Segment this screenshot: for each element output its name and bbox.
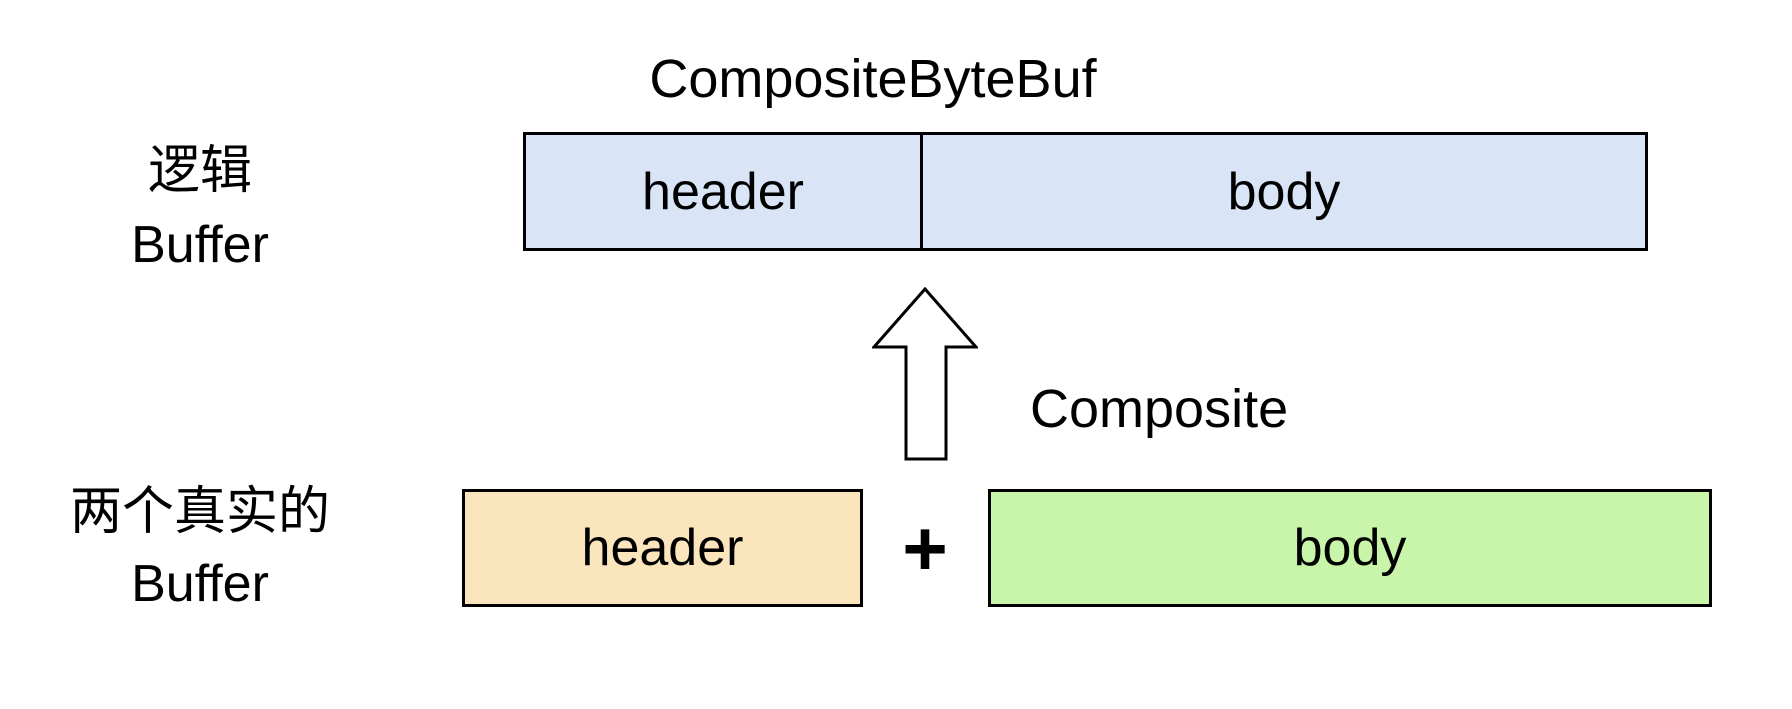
composite-arrow-label: Composite [1030,379,1289,439]
real-buffers-label: 两个真实的 Buffer [30,476,370,620]
composite-buffer-bar: header body [523,132,1648,251]
composite-segment-header: header [526,135,923,248]
diagram-title: CompositeByteBuf [649,49,1097,109]
logical-buffer-label-line1: 逻辑 [147,142,252,200]
real-buffer-header-box: header [462,489,863,607]
logical-buffer-label-line2: Buffer [131,216,269,274]
plus-sign: + [902,503,948,592]
real-buffers-label-line1: 两个真实的 [69,483,330,541]
real-buffer-body-box: body [988,489,1712,607]
logical-buffer-label: 逻辑 Buffer [30,134,370,282]
real-buffers-label-line2: Buffer [131,555,269,613]
up-arrow-icon [870,286,980,461]
composite-segment-body: body [1227,162,1341,221]
